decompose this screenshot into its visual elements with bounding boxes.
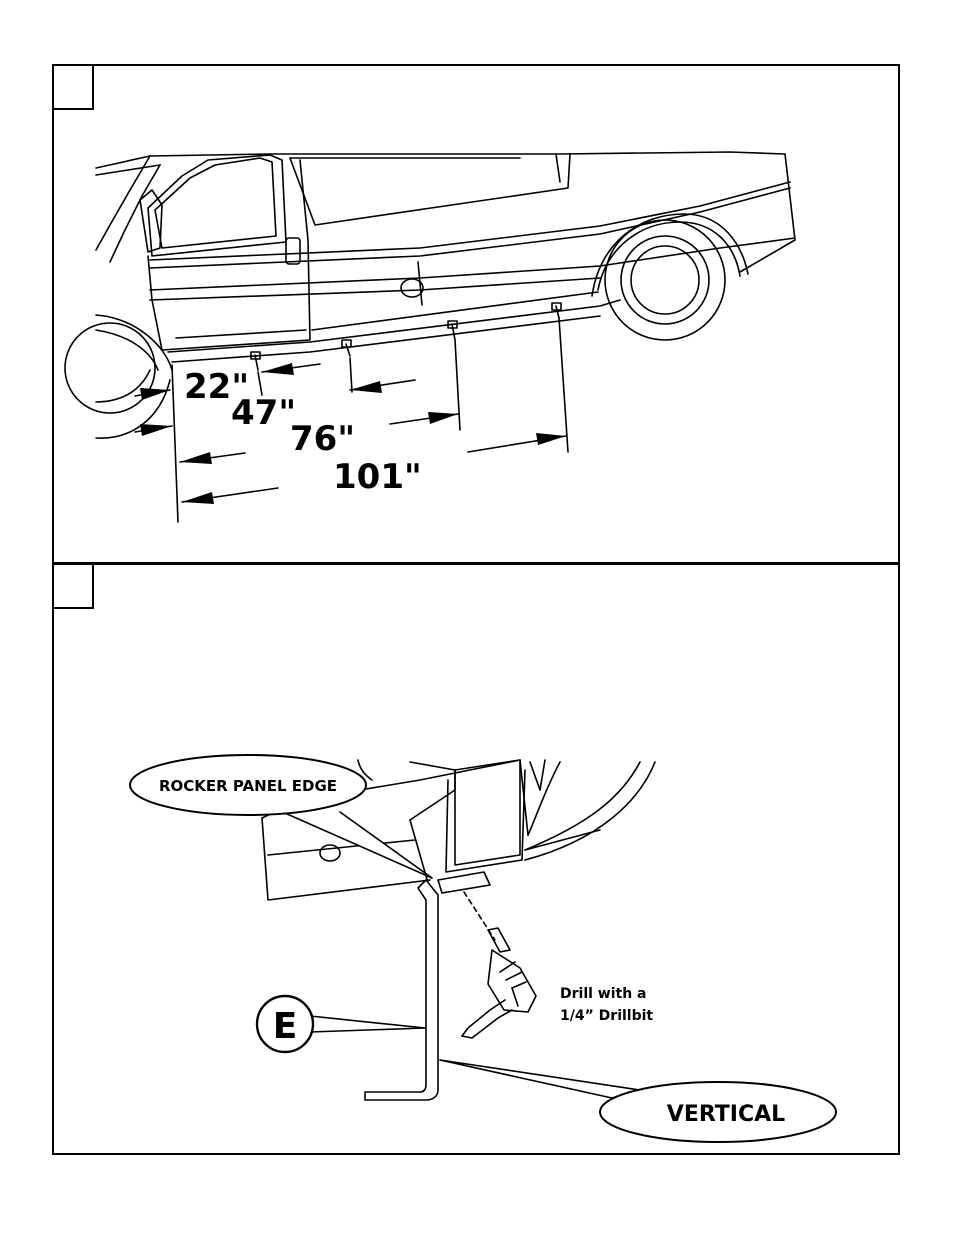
part-e-label: E	[273, 1006, 298, 1047]
rocker-panel-edge-label: ROCKER PANEL EDGE	[159, 777, 337, 795]
drill-note-line-1: Drill with a	[560, 986, 647, 1002]
drill-icon	[462, 928, 536, 1038]
vertical-label: VERTICAL	[667, 1102, 785, 1127]
drill-note-line-2: 1/4” Drillbit	[560, 1008, 653, 1024]
